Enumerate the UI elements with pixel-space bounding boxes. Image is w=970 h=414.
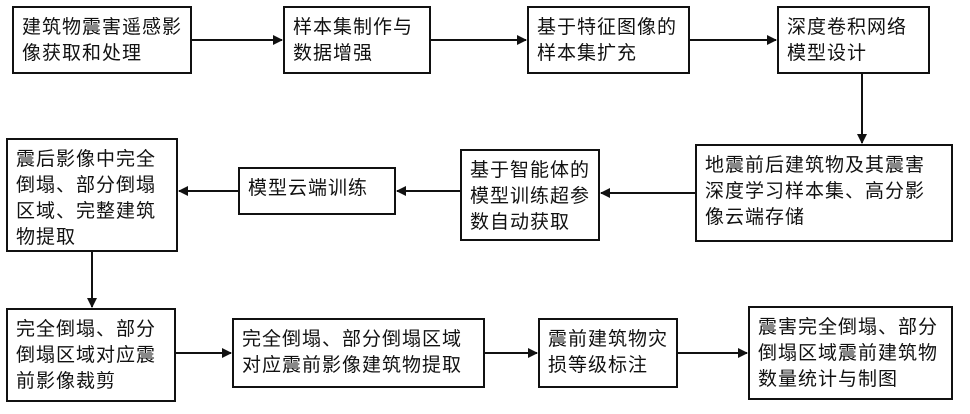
flow-arrows xyxy=(0,0,970,414)
